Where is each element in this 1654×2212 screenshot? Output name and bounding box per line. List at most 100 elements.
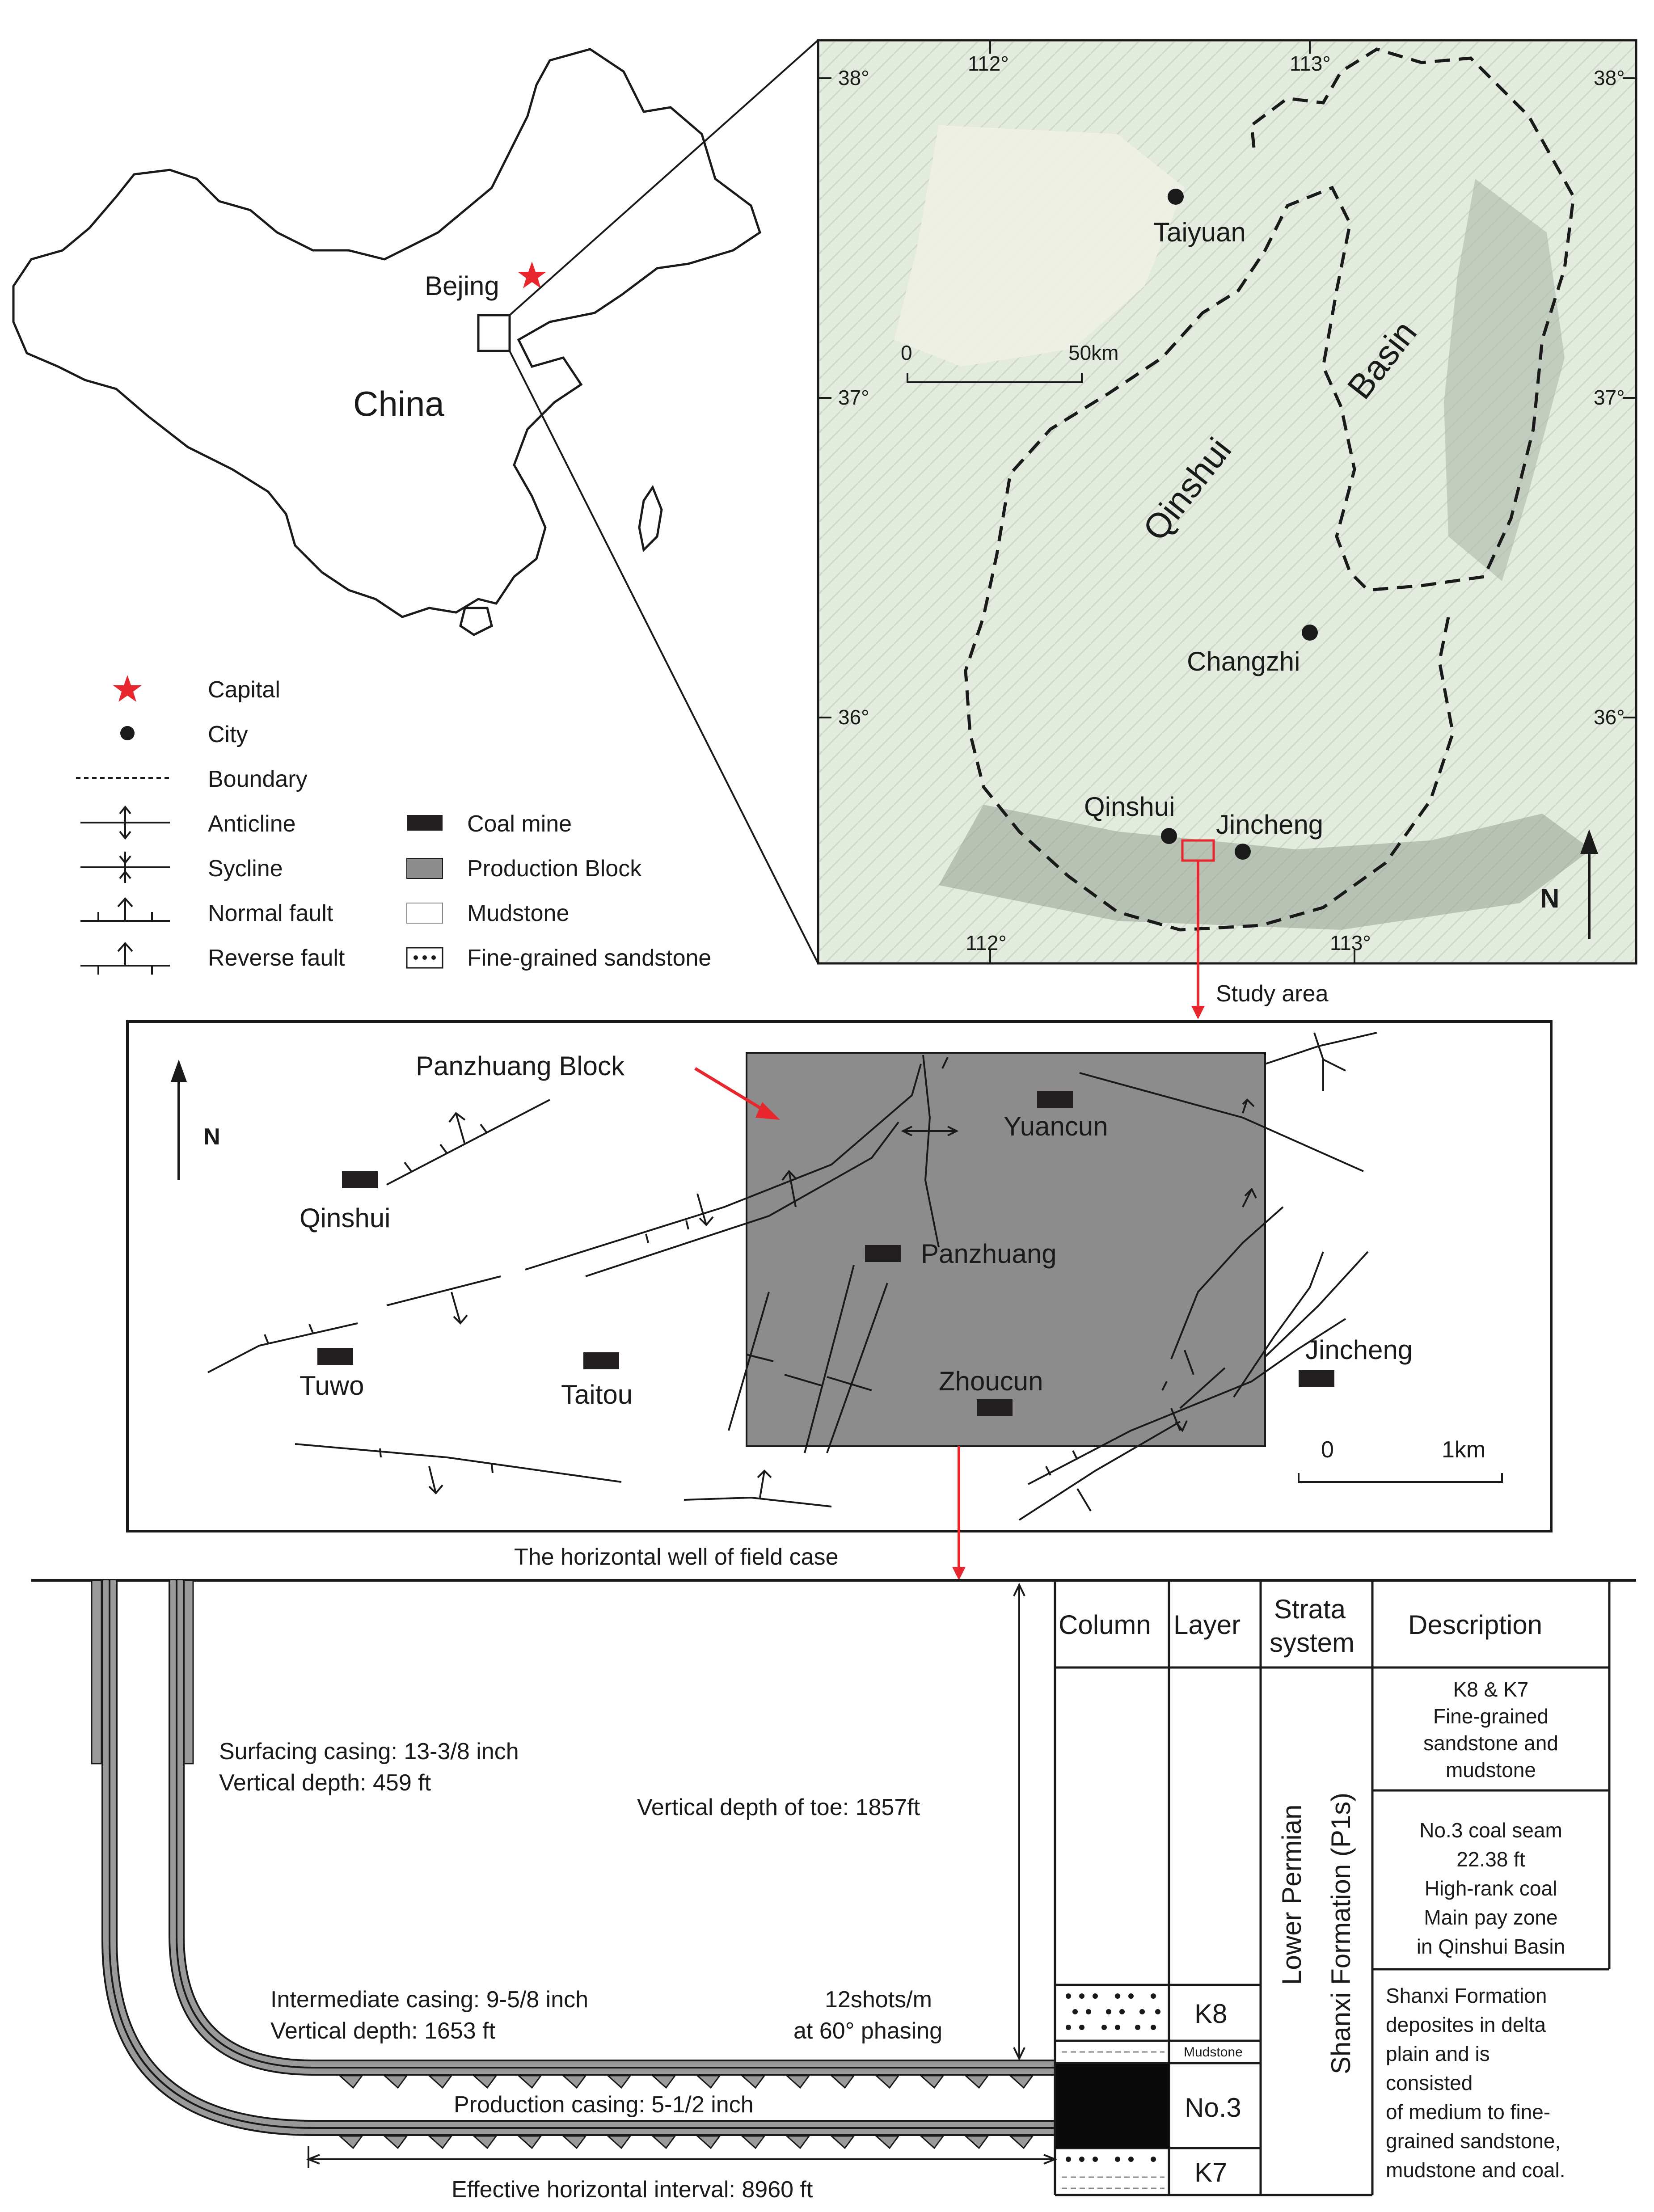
north-label: N	[1540, 883, 1559, 913]
header-column: Column	[1059, 1610, 1151, 1640]
lat-label: 38°	[838, 66, 869, 89]
mine-label: Jincheng	[1305, 1335, 1413, 1365]
hainan-outline	[459, 607, 493, 636]
lat-label: 37°	[838, 386, 869, 409]
city-dot-icon	[1235, 844, 1251, 860]
legend-label: Capital	[208, 677, 280, 703]
mine-label: Zhoucun	[939, 1366, 1043, 1396]
china-map: Bejing China	[12, 39, 819, 964]
city-label: Jincheng	[1216, 810, 1323, 840]
sandstone-k7	[1066, 2157, 1156, 2162]
mudstone-icon	[406, 903, 443, 924]
mine-label: Qinshui	[300, 1203, 390, 1233]
city-dot-icon	[1302, 625, 1318, 641]
layer-no3: No.3	[1185, 2093, 1241, 2123]
layer-k7: K7	[1194, 2157, 1227, 2187]
relief-mountains	[1444, 179, 1565, 581]
fault-arrows	[428, 1059, 1346, 1512]
sandstone-k8	[1066, 1993, 1160, 2030]
mine-label: Panzhuang	[921, 1239, 1057, 1269]
anticline-icon	[80, 805, 170, 840]
legend-label: Boundary	[208, 766, 308, 792]
legend-label: Production Block	[467, 856, 642, 882]
coal-seam	[1056, 2064, 1169, 2148]
layer-mudstone: Mudstone	[1184, 2045, 1243, 2060]
desc-line: High-rank coal	[1425, 1877, 1557, 1900]
desc-line: Shanxi Formation	[1386, 1984, 1547, 2007]
city-label: Changzhi	[1187, 646, 1300, 676]
coal-mine-icon	[1037, 1091, 1073, 1108]
legend-label: Fine-grained sandstone	[467, 945, 711, 971]
shots-label: 12shots/m	[825, 1987, 932, 2013]
interval-arrow	[306, 2146, 1058, 2168]
coal-mine-icon	[865, 1245, 901, 1262]
layer-k8: K8	[1194, 1999, 1227, 2029]
desc-line: Fine-grained	[1433, 1705, 1549, 1728]
surface-casing-label: Surfacing casing: 13-3/8 inch	[219, 1739, 519, 1765]
reverse-fault-icon	[80, 941, 170, 975]
toe-depth-label: Vertical depth of toe: 1857ft	[637, 1794, 920, 1820]
well-annotations: Surfacing casing: 13-3/8 inch Vertical d…	[219, 1739, 942, 2203]
desc-line: K8 & K7	[1453, 1678, 1529, 1701]
legend: Capital City Boundary Anticline Sycline …	[76, 675, 711, 975]
fault-lines	[207, 1032, 1377, 1521]
production-casing	[103, 1580, 1055, 2134]
coal-mine-icon	[1299, 1370, 1334, 1387]
coal-mine-icon	[977, 1399, 1013, 1416]
table-grid	[1054, 1580, 1611, 2196]
desc-line: grained sandstone,	[1386, 2129, 1561, 2153]
header-description: Description	[1408, 1610, 1542, 1640]
desc-line: in Qinshui Basin	[1417, 1935, 1565, 1958]
north-label: N	[203, 1124, 220, 1150]
desc-line: 22.38 ft	[1456, 1848, 1525, 1871]
legend-label: Anticline	[208, 811, 296, 837]
intermediate-depth-label: Vertical depth: 1653 ft	[270, 2018, 496, 2044]
graticule-ticks	[818, 40, 1636, 963]
legend-label: Coal mine	[467, 811, 572, 837]
production-block-icon	[406, 858, 443, 879]
star-icon	[113, 675, 142, 702]
lon-label: 112°	[966, 931, 1007, 954]
north-arrow-icon: N	[1540, 829, 1598, 939]
zoom-line-top	[509, 39, 819, 316]
intermediate-casing-label: Intermediate casing: 9-5/8 inch	[270, 1987, 588, 2013]
normal-fault-icon	[80, 897, 170, 922]
dot-icon	[120, 726, 135, 740]
study-region-box	[477, 314, 511, 352]
desc-coal: No.3 coal seam 22.38 ft High-rank coal M…	[1417, 1819, 1565, 1958]
surface-casing	[91, 1579, 194, 1765]
legend-label: Mudstone	[467, 900, 569, 926]
system-shanxi: Shanxi Formation (P1s)	[1326, 1793, 1356, 2074]
desc-line: No.3 coal seam	[1419, 1819, 1562, 1842]
block-pointer	[694, 1067, 770, 1114]
coal-mines	[317, 1091, 1334, 1416]
legend-right-labels: Coal mine Production Block Mudstone Fine…	[467, 811, 711, 971]
header-strata: Strata	[1274, 1594, 1346, 1624]
city-dot-icon	[1168, 189, 1184, 205]
perforations-lower	[338, 2135, 1034, 2149]
basin-scale-bar: 0 50km	[901, 341, 1118, 383]
legend-label: City	[208, 722, 248, 747]
block-label: Panzhuang Block	[416, 1051, 625, 1081]
desc-k8: K8 & K7 Fine-grained sandstone and mudst…	[1423, 1678, 1558, 1781]
basin-boundary	[964, 47, 1575, 932]
legend-label: Sycline	[208, 856, 283, 882]
coal-mine-icon	[407, 815, 443, 831]
mine-label: Tuwo	[300, 1371, 364, 1401]
legend-label: Normal fault	[208, 900, 333, 926]
table-headers: Column Layer Strata system Description	[1059, 1594, 1542, 1658]
layer-labels: K8 Mudstone No.3 K7	[1184, 1999, 1243, 2187]
taiwan-outline	[638, 485, 663, 553]
phasing-label: at 60° phasing	[793, 2018, 942, 2044]
scale-label: 0	[1321, 1437, 1334, 1463]
block-scale-bar: 0 1km	[1298, 1437, 1503, 1483]
desc-line: deposites in delta	[1386, 2013, 1546, 2036]
desc-line: consisted	[1386, 2071, 1473, 2094]
coal-mine-icon	[342, 1171, 378, 1188]
toe-depth-arrow	[1013, 1583, 1025, 2061]
well-label: The horizontal well of field case	[514, 1544, 839, 1570]
lat-label: 38°	[1594, 66, 1625, 89]
mine-label: Yuancun	[1004, 1111, 1108, 1141]
lat-label: 36°	[1594, 705, 1625, 729]
